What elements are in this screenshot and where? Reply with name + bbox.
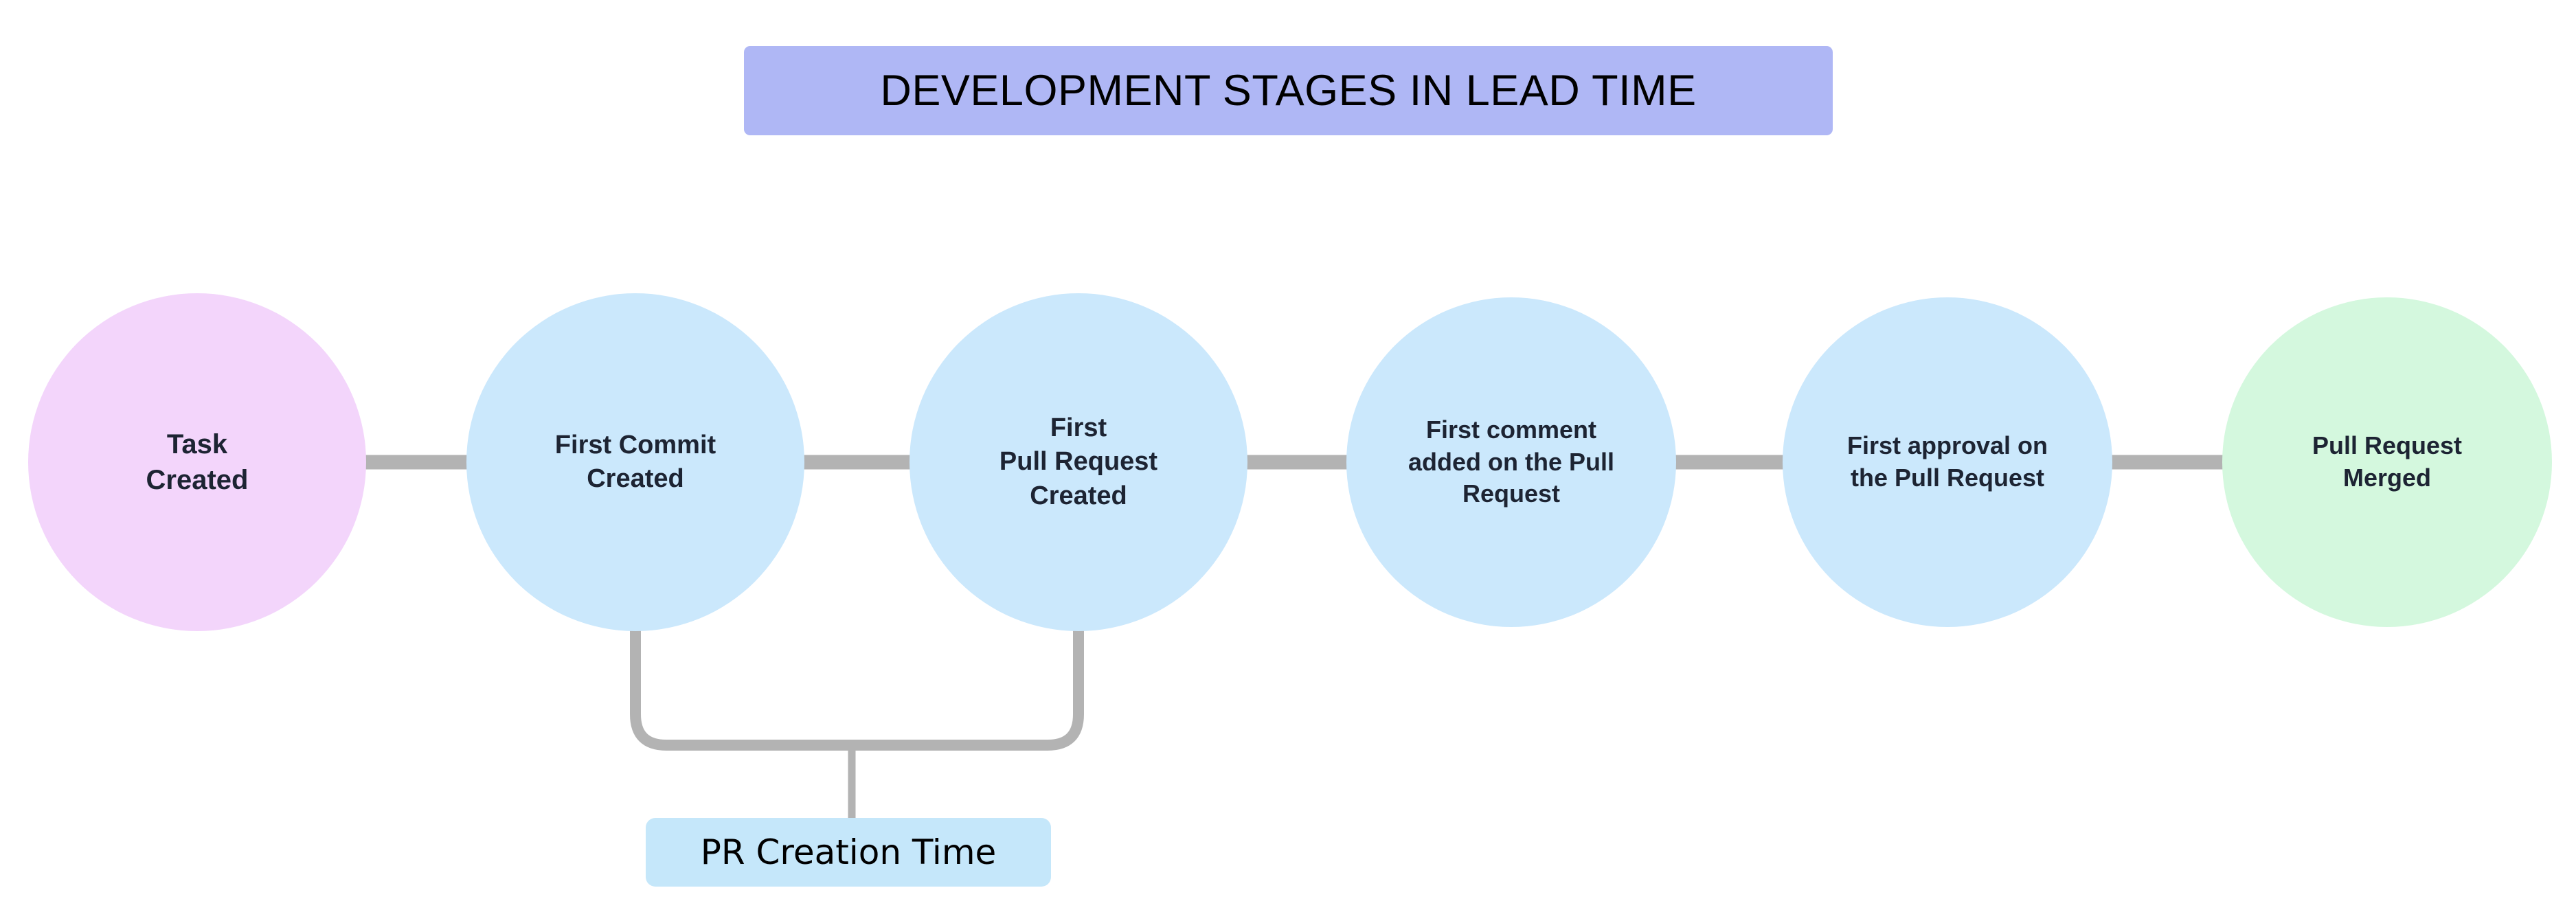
stage-label: First approval on the Pull Request [1846, 431, 2048, 492]
annotation-bracket [630, 628, 1084, 751]
annotation-label: PR Creation Time [700, 832, 997, 872]
stage-label: First Commit Created [554, 430, 716, 493]
stage-node-first-approval[interactable]: First approval on the Pull Request [1783, 297, 2112, 627]
stage-node-task-created[interactable]: Task Created [28, 293, 366, 631]
stage-node-pull-request-merged[interactable]: Pull Request Merged [2222, 297, 2552, 627]
annotation-label-box[interactable]: PR Creation Time [646, 818, 1051, 887]
stage-node-first-commit[interactable]: First Commit Created [466, 293, 804, 631]
stage-node-first-pull-request[interactable]: First Pull Request Created [909, 293, 1247, 631]
page-title: DEVELOPMENT STAGES IN LEAD TIME [880, 66, 1697, 115]
stage-label: First Pull Request Created [999, 413, 1158, 510]
stage-label: First comment added on the Pull Request [1408, 415, 1614, 508]
stage-node-first-comment[interactable]: First comment added on the Pull Request [1346, 297, 1676, 627]
stage-label: Task Created [146, 429, 249, 495]
stage-label: Pull Request Merged [2312, 431, 2463, 492]
diagram-title-banner: DEVELOPMENT STAGES IN LEAD TIME [744, 46, 1833, 135]
